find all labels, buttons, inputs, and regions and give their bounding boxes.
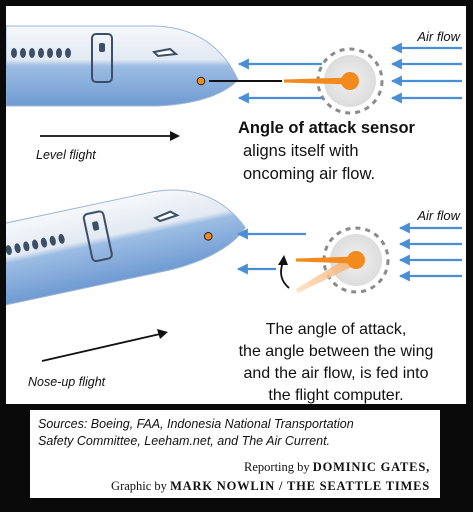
vane-hub-bottom bbox=[347, 251, 365, 269]
top-scene: Air flow Angle of attack sensor aligns i… bbox=[5, 25, 462, 183]
air-flow-label-top: Air flow bbox=[416, 29, 461, 44]
reporting-byline: Reporting by DOMINIC GATES, bbox=[244, 460, 430, 475]
cockpit-window-bottom bbox=[153, 210, 180, 223]
sensor-desc-line1: aligns itself with bbox=[243, 142, 359, 160]
rotation-arrowhead bbox=[278, 255, 288, 265]
level-flight-label: Level flight bbox=[36, 148, 96, 162]
cabin-door-top bbox=[91, 33, 113, 83]
cabin-door-bottom bbox=[82, 210, 113, 263]
explain-line1: The angle of attack, bbox=[266, 321, 407, 338]
door-window-top bbox=[99, 43, 105, 52]
bottom-scene: Air flow Nose-up flight The angle of att… bbox=[0, 189, 462, 404]
graphic-prefix: Graphic by bbox=[111, 479, 167, 493]
explain-line4: the flight computer. bbox=[268, 387, 403, 404]
airflow-arrows-bottom bbox=[236, 222, 462, 282]
aoa-diagram: Air flow Angle of attack sensor aligns i… bbox=[0, 25, 462, 404]
sensor-title: Angle of attack sensor bbox=[238, 119, 416, 137]
reporter-name: DOMINIC GATES, bbox=[312, 460, 430, 474]
cabin-windows-bottom bbox=[5, 233, 65, 256]
sensor-callout-bottom bbox=[296, 226, 390, 294]
nose-sensor-bottom bbox=[203, 232, 213, 241]
sources-line2: Safety Committee, Leeham.net, and The Ai… bbox=[38, 434, 331, 448]
nose-sensor-top bbox=[196, 76, 206, 86]
cockpit-window-top bbox=[151, 47, 179, 58]
explain-line2: the angle between the wing bbox=[239, 343, 434, 360]
sensor-desc-line2: oncoming air flow. bbox=[243, 165, 375, 183]
air-flow-label-bottom: Air flow bbox=[416, 208, 461, 223]
noseup-flight-arrowhead bbox=[157, 329, 168, 339]
level-flight-arrowhead bbox=[170, 131, 180, 141]
rotation-arrow bbox=[280, 261, 290, 289]
cabin-windows-top bbox=[11, 48, 71, 58]
diagram-panel: Air flow Angle of attack sensor aligns i… bbox=[0, 6, 466, 404]
credits-box: Sources: Boeing, FAA, Indonesia National… bbox=[30, 410, 440, 498]
graphic-byline: Graphic by MARK NOWLIN / THE SEATTLE TIM… bbox=[111, 479, 430, 494]
sources-text: Sources: Boeing, FAA, Indonesia National… bbox=[38, 416, 433, 450]
door-window-bottom bbox=[92, 221, 100, 231]
vane-hub-top bbox=[341, 72, 359, 90]
sources-line1: Sources: Boeing, FAA, Indonesia National… bbox=[38, 417, 354, 431]
vane-previous-position bbox=[296, 255, 358, 293]
vane-top bbox=[284, 77, 350, 85]
sensor-callout-top bbox=[284, 47, 384, 115]
reporting-prefix: Reporting by bbox=[244, 460, 310, 474]
fuselage-level bbox=[5, 25, 239, 107]
artist-name: MARK NOWLIN / THE SEATTLE TIMES bbox=[170, 479, 430, 493]
explain-line3: and the air flow, is fed into bbox=[244, 365, 429, 382]
airflow-arrows-top bbox=[237, 42, 462, 104]
noseup-flight-label: Nose-up flight bbox=[28, 375, 106, 389]
noseup-flight-arrow bbox=[41, 333, 161, 362]
vane-bottom bbox=[296, 256, 356, 264]
